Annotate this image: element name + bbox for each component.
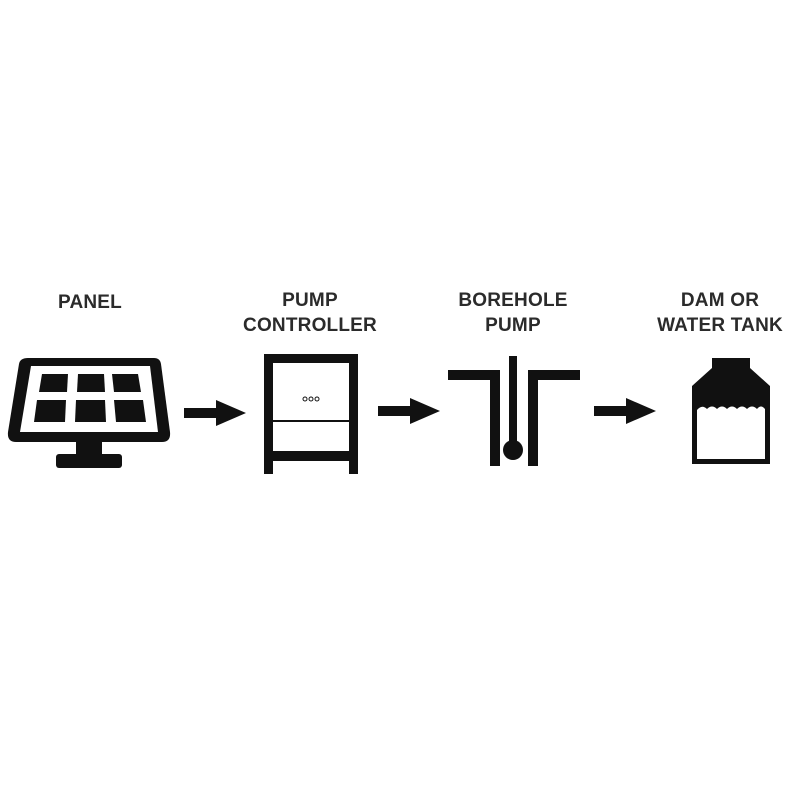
- casing-right: [528, 370, 538, 466]
- pump-controller-icon: [264, 354, 358, 474]
- water-tank-label-line-1: DAM OR: [680, 290, 760, 311]
- tank-water: [697, 406, 765, 459]
- borehole-pump-label-line-1: BOREHOLE: [458, 290, 568, 311]
- solar-panel-post: [76, 442, 102, 454]
- solar-cell: [114, 400, 146, 422]
- solar-cell: [39, 374, 68, 392]
- solar-cell: [112, 374, 141, 392]
- pump-pipe: [509, 356, 517, 444]
- controller-led: [314, 396, 320, 402]
- right-arrow-icon: [378, 398, 440, 424]
- solar-cell: [77, 374, 105, 392]
- solar-cell: [75, 400, 106, 422]
- solar-panel-base: [56, 454, 122, 468]
- right-arrow-icon: [184, 400, 246, 426]
- casing-left: [490, 370, 500, 466]
- water-tank-label-line-2: WATER TANK: [657, 315, 783, 336]
- borehole-pump-label-line-2: PUMP: [485, 315, 541, 336]
- controller-left-side: [264, 354, 273, 474]
- controller-right-side: [349, 354, 358, 474]
- controller-led: [302, 396, 308, 402]
- right-arrow-icon: [594, 398, 656, 424]
- solar-panel-icon: [7, 358, 171, 468]
- controller-bottom-bar: [264, 451, 358, 461]
- water-tank-label: DAM OR WATER TANK: [640, 288, 800, 338]
- controller-divider: [273, 420, 349, 422]
- controller-top-bar: [264, 354, 358, 363]
- controller-led: [308, 396, 314, 402]
- panel-label: PANEL: [40, 290, 140, 315]
- borehole-pump-label: BOREHOLE PUMP: [438, 288, 588, 338]
- ground-left: [448, 370, 500, 380]
- pump-head: [503, 440, 523, 460]
- solar-cell: [34, 400, 66, 422]
- borehole-pump-icon: [448, 356, 580, 466]
- pump-controller-label-line-2: CONTROLLER: [243, 315, 377, 336]
- water-tank-icon: [692, 358, 770, 464]
- pump-controller-label-line-1: PUMP: [282, 290, 338, 311]
- pump-controller-label: PUMP CONTROLLER: [230, 288, 390, 338]
- ground-right: [528, 370, 580, 380]
- panel-label-line-1: PANEL: [58, 292, 122, 313]
